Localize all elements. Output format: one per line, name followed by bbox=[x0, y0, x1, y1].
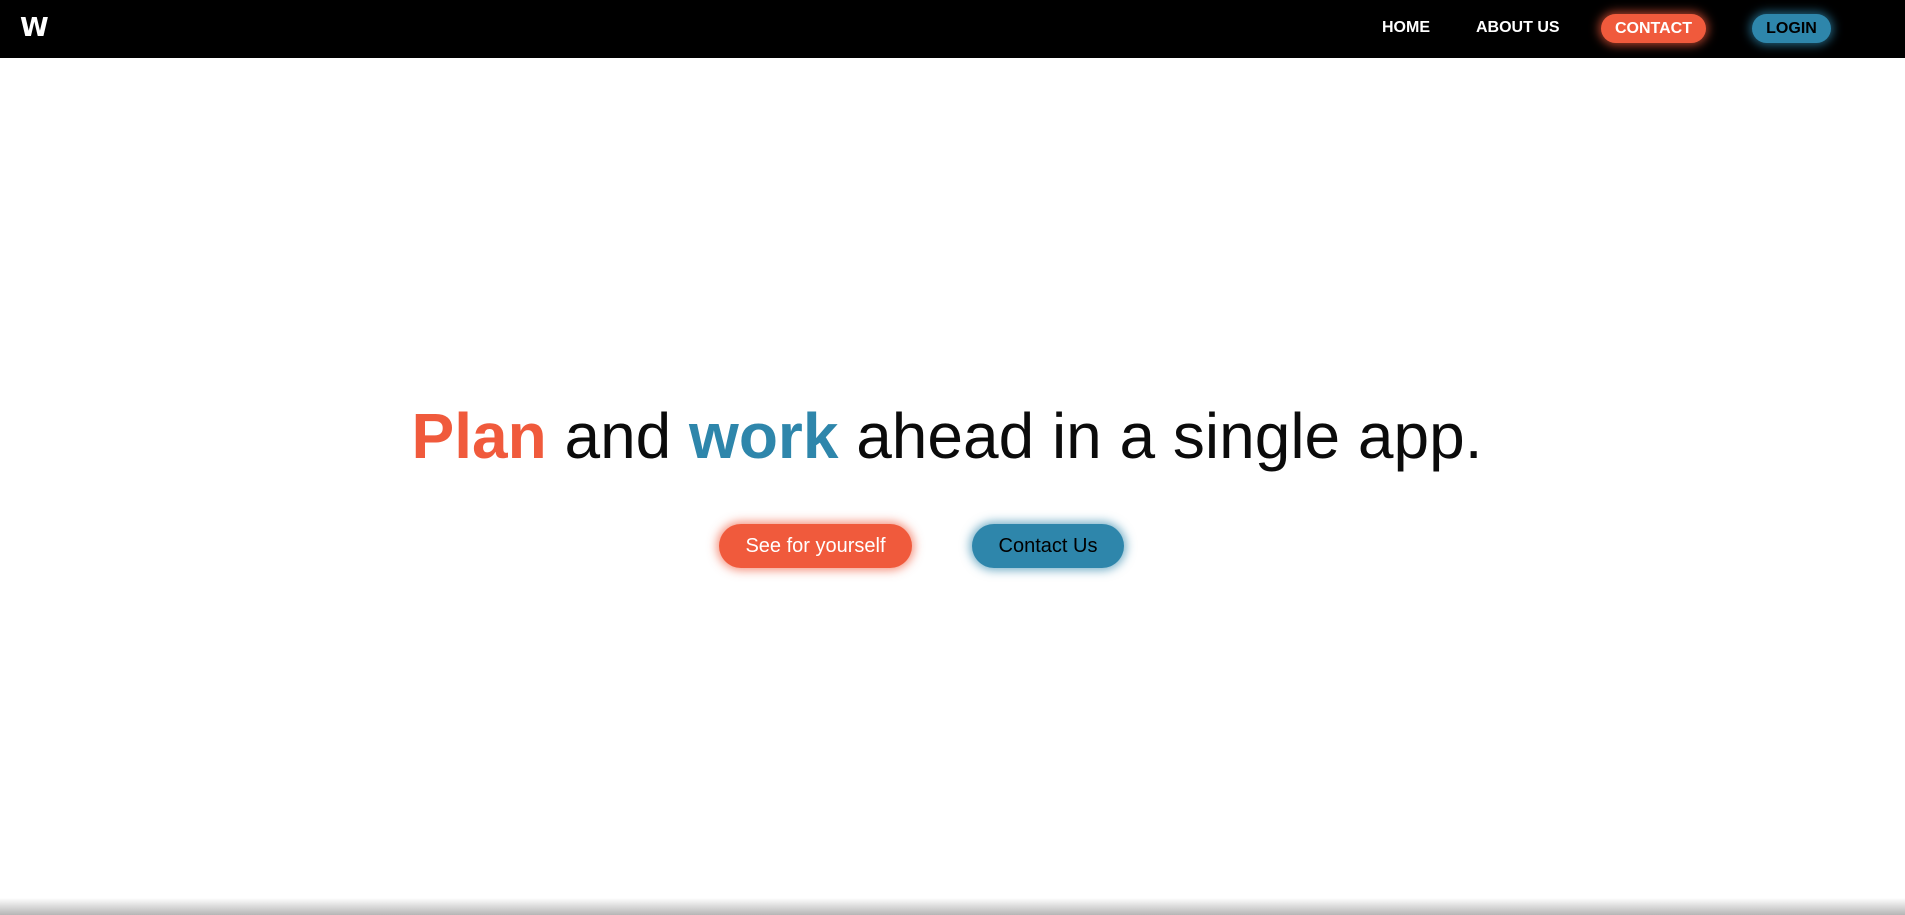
nav-contact-button[interactable]: CONTACT bbox=[1601, 14, 1706, 43]
see-for-yourself-button[interactable]: See for yourself bbox=[719, 524, 912, 568]
bottom-edge-shadow bbox=[0, 898, 1905, 915]
nav-link-about-us[interactable]: ABOUT US bbox=[1476, 19, 1560, 36]
top-navbar: W HOME ABOUT US CONTACT LOGIN bbox=[0, 0, 1905, 58]
logo[interactable]: W bbox=[20, 13, 49, 43]
headline-text-and: and bbox=[546, 400, 690, 472]
scrollbar[interactable] bbox=[1894, 58, 1905, 915]
headline-word-work: work bbox=[689, 400, 839, 472]
nav-link-home[interactable]: HOME bbox=[1382, 19, 1430, 36]
contact-us-button[interactable]: Contact Us bbox=[972, 524, 1124, 568]
headline-word-plan: Plan bbox=[411, 400, 547, 472]
headline-text-rest: ahead in a single app. bbox=[838, 400, 1483, 472]
hero-headline: Plan and work ahead in a single app. bbox=[0, 398, 1894, 474]
nav-login-button[interactable]: LOGIN bbox=[1752, 14, 1831, 43]
